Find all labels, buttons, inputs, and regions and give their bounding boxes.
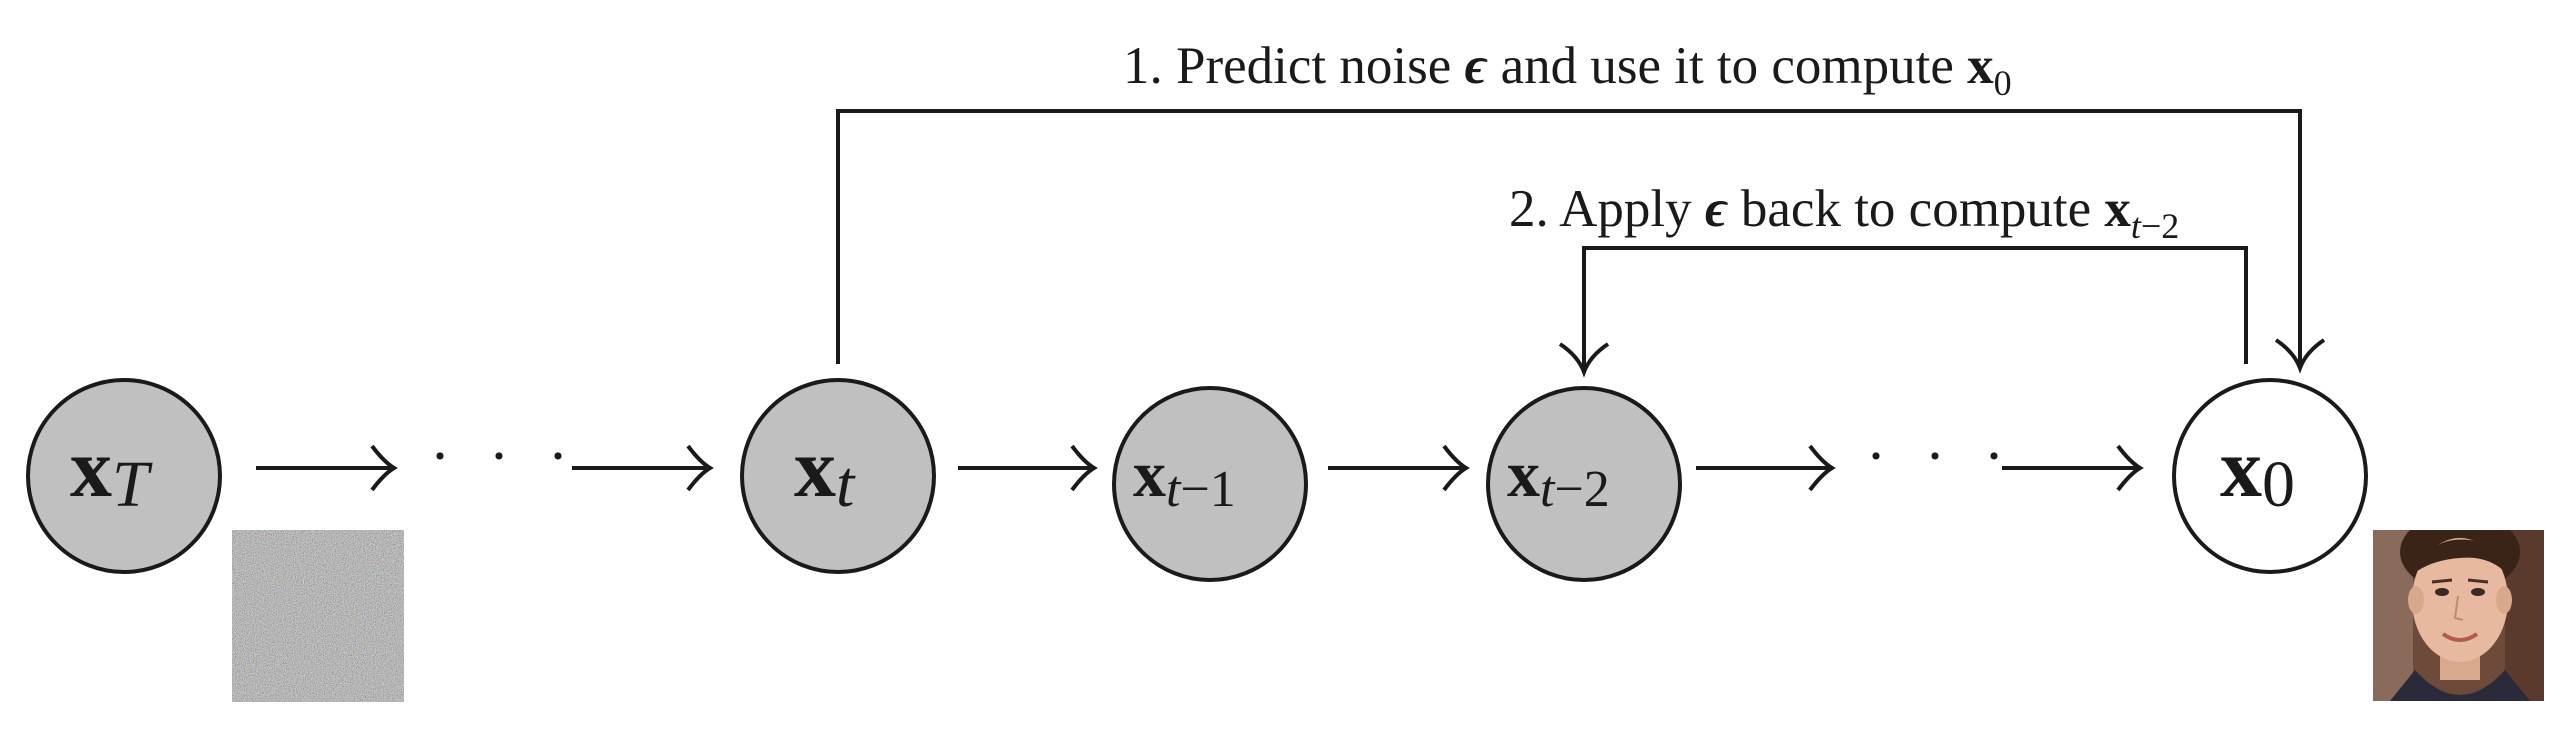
step2-caption-var: x [2104,180,2131,238]
arrow-xT-to-dots [256,444,398,492]
face-image-icon [2373,530,2544,701]
node-xT: xT [26,378,222,574]
arrow-xt-to-xt1 [958,444,1098,492]
step1-caption-sub: 0 [1994,63,2012,103]
step2-caption-sub-num: 2 [2161,206,2179,246]
step2-caption-middle: back to compute [1728,180,2105,238]
step1-caption-prefix: 1. Predict noise [1123,37,1465,95]
ellipsis-left: · · · [430,423,580,489]
ellipsis-right: · · · [1866,423,2016,489]
node-xt-label: xt [794,422,856,521]
node-xt-minus-2-label: xt−2 [1507,438,1610,518]
node-x0: x0 [2172,378,2368,574]
step1-caption-var: x [1967,37,1994,95]
node-xt-minus-1: xt−1 [1112,386,1308,582]
step2-bracket-line [1582,246,2248,370]
node-x0-label: x0 [2220,422,2295,521]
step2-caption: 2. Apply ϵ back to compute xt−2 [1509,180,2179,246]
node-xt-minus-2: xt−2 [1486,386,1682,582]
node-xt-minus-1-label: xt−1 [1133,438,1236,518]
arrow-xt2-to-dots [1696,444,1836,492]
step1-caption: 1. Predict noise ϵ and use it to compute… [1123,37,2012,103]
step2-caption-sub-t: t [2131,206,2142,246]
noise-image-icon [232,530,404,702]
node-xt: xt [740,378,936,574]
node-xT-label: xT [70,422,153,521]
step2-arrowhead [1558,342,1610,378]
step2-caption-sub-minus: − [2141,206,2161,246]
chain-arrows [256,444,2144,492]
step1-arrowhead [2274,338,2326,374]
epsilon-symbol: ϵ [1465,37,1488,95]
arrow-xt1-to-xt2 [1328,444,1470,492]
arrow-dots-to-x0 [2002,444,2144,492]
step1-caption-middle: and use it to compute [1487,37,1967,95]
arrow-dots-to-xt [572,444,714,492]
step2-caption-prefix: 2. Apply [1509,180,1705,238]
step1-bracket-line [836,109,2302,366]
epsilon-symbol: ϵ [1705,180,1728,238]
